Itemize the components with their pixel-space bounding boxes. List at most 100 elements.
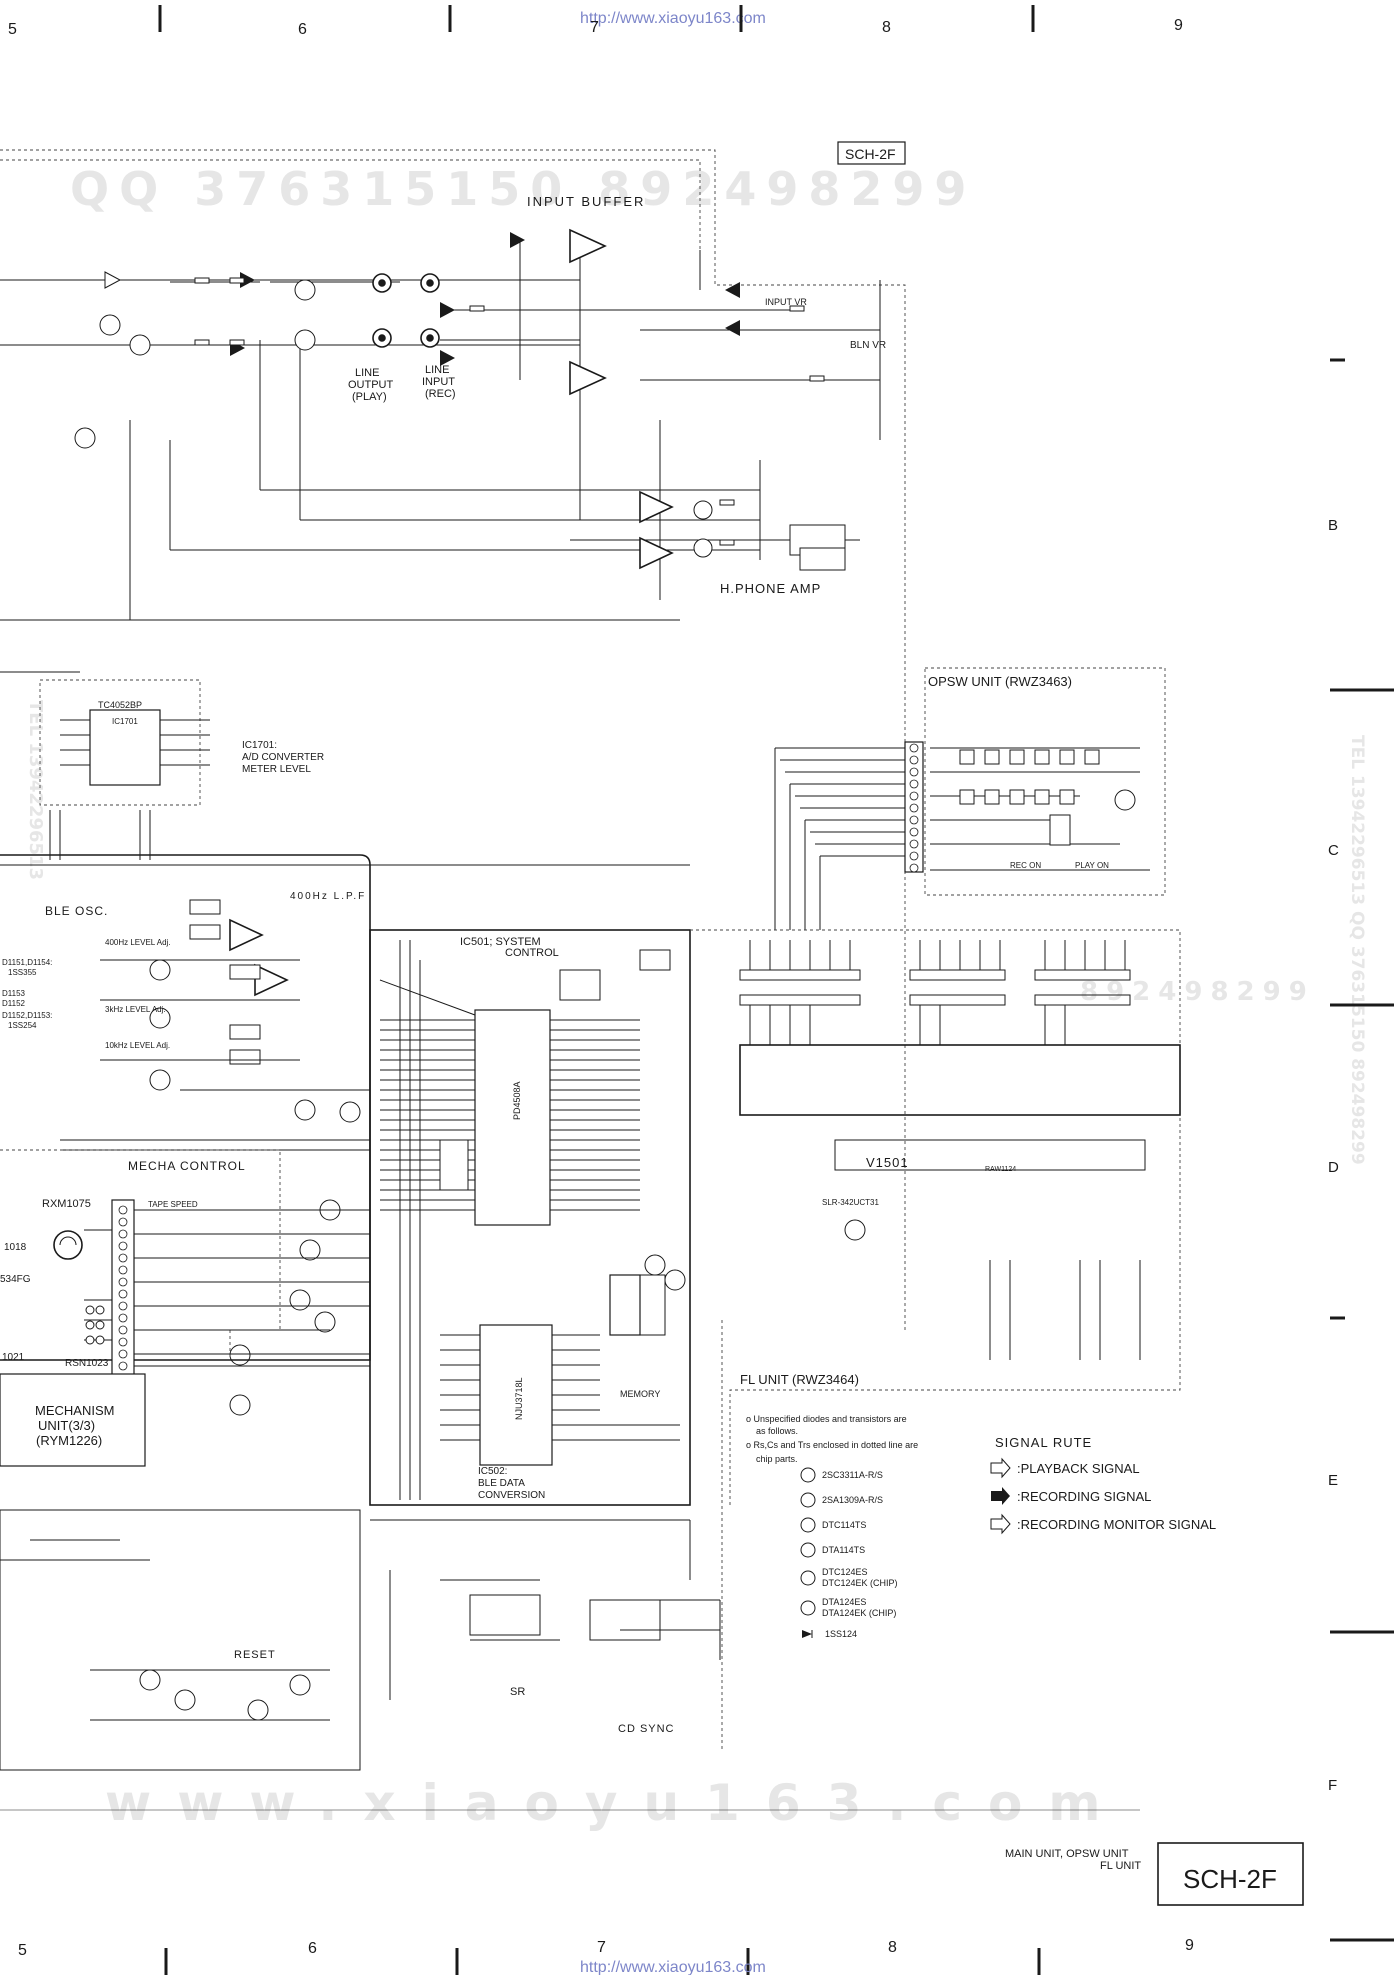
row-letter: B: [1328, 517, 1338, 534]
level-10khz: 10kHz LEVEL Adj.: [105, 1041, 170, 1050]
mech-unit-line-2: UNIT(3/3): [38, 1418, 95, 1433]
part-name: 1SS124: [825, 1629, 857, 1639]
part-name: DTA114TS: [822, 1545, 865, 1555]
ic1701-line-2: METER LEVEL: [242, 764, 311, 775]
watermark-top: QQ 376315150 892498299: [70, 162, 976, 216]
note-line-1: o Unspecified diodes and transistors are: [746, 1414, 907, 1424]
rsn-label: RSN1023: [65, 1358, 109, 1369]
sr-label: SR: [510, 1686, 525, 1698]
ic1701-title: IC1701:: [242, 740, 277, 751]
mechanism-unit-box: [0, 1373, 146, 1467]
row-letter: E: [1328, 1472, 1338, 1489]
note-line-4: chip parts.: [756, 1454, 798, 1464]
column-number: 8: [882, 19, 891, 36]
line-input-label-1: LINE: [425, 364, 449, 376]
column-number: 7: [590, 19, 599, 36]
note-line-2: as follows.: [756, 1426, 798, 1436]
lpf-label: 400Hz L.P.F: [290, 891, 366, 902]
row-letter: C: [1328, 842, 1339, 859]
fl-connectors: [739, 969, 1131, 1006]
recording-arrow-icon: [991, 1487, 1010, 1505]
digital-transistor-icon: [800, 1542, 816, 1558]
level-3khz: 3kHz LEVEL Adj.: [105, 1005, 166, 1014]
diode-note-1: D1151,D1154:: [2, 958, 52, 967]
input-vr-label: INPUT VR: [765, 297, 807, 307]
play-on-label: PLAY ON: [1075, 861, 1109, 870]
column-number: 5: [18, 1942, 27, 1959]
footer-sheet-tag: SCH-2F: [1183, 1864, 1277, 1894]
ic501-body: [474, 1009, 551, 1226]
signal-route-item: :PLAYBACK SIGNAL: [1017, 1461, 1140, 1476]
ic1701-line-1: A/D CONVERTER: [242, 752, 324, 763]
column-number: 7: [597, 1939, 606, 1956]
parts-legend: 2SC3311A-R/S 2SA1309A-R/S DTC114TS DTA11…: [800, 1467, 898, 1639]
part-name: 2SC3311A-R/S: [822, 1470, 883, 1480]
ic1701-name: IC1701: [112, 717, 138, 726]
rec-on-label: REC ON: [1010, 861, 1041, 870]
transistor-npn-icon: [800, 1467, 816, 1483]
mecha-control-label: MECHA CONTROL: [128, 1159, 246, 1173]
diode-note-6: 1SS254: [8, 1021, 37, 1030]
footer-sheet-box: [1157, 1842, 1304, 1906]
memory-chip: [609, 1274, 641, 1336]
footer-unit-line-2: FL UNIT: [1100, 1860, 1141, 1872]
row-letter: F: [1328, 1777, 1337, 1794]
fl-display-panel: [739, 1044, 1181, 1116]
watermark-side-right: TEL 13942296513 QQ 376315150 892498299: [1347, 735, 1367, 1165]
column-number: 5: [8, 21, 17, 38]
cd-sync-label: CD SYNC: [618, 1723, 675, 1735]
part-name: DTA124ES: [822, 1597, 866, 1607]
line-output-label-3: (PLAY): [352, 391, 387, 403]
v1501-label: V1501: [866, 1155, 909, 1170]
ic501-part: PD4508A: [512, 1081, 522, 1120]
diode-note-4: D1152: [2, 999, 26, 1008]
ic502-part: NJU3718L: [514, 1377, 524, 1420]
ic501-subtitle: CONTROL: [505, 947, 559, 959]
transistor-pnp-icon: [800, 1492, 816, 1508]
input-buffer-label: INPUT BUFFER: [527, 194, 645, 209]
playback-arrow-icon: [990, 1457, 1011, 1479]
digital-transistor-icon: [800, 1570, 816, 1586]
ble-osc-label: BLE OSC.: [45, 904, 108, 918]
row-markers: [1330, 358, 1394, 1634]
diode-note-5: D1152,D1153:: [2, 1011, 52, 1020]
line-output-label-1: LINE: [355, 367, 379, 379]
opsw-unit-label: OPSW UNIT (RWZ3463): [928, 674, 1072, 689]
signal-arrows: [104, 232, 740, 366]
line-output-label-2: OUTPUT: [348, 379, 394, 391]
footer-url: http://www.xiaoyu163.com: [580, 1959, 766, 1975]
side-code-1: 1018: [4, 1242, 27, 1253]
column-number: 8: [888, 1939, 897, 1956]
column-number: 6: [298, 21, 307, 38]
digital-transistor-icon: [800, 1600, 816, 1616]
signal-route-item: :RECORDING MONITOR SIGNAL: [1017, 1517, 1216, 1532]
digital-transistor-icon: [800, 1517, 816, 1533]
ic502-line-2: CONVERSION: [478, 1490, 545, 1501]
diode-note-2: 1SS355: [8, 968, 37, 977]
row-letter: D: [1328, 1159, 1339, 1176]
reset-label: RESET: [234, 1649, 276, 1661]
mech-unit-line-3: (RYM1226): [36, 1433, 102, 1448]
side-code-3: 1021: [2, 1352, 25, 1363]
diode-note-3: D1153: [2, 989, 26, 998]
raw-label: RAW1124: [985, 1166, 1016, 1173]
signal-route-item: :RECORDING SIGNAL: [1017, 1489, 1151, 1504]
bottom-column-numbers: 5 6 7 8 9: [18, 1937, 1194, 1959]
signal-route-title: SIGNAL RUTE: [995, 1435, 1092, 1450]
mech-unit-line-1: MECHANISM: [35, 1403, 114, 1418]
level-400hz: 400Hz LEVEL Adj.: [105, 938, 171, 947]
ic502-title: IC502:: [478, 1466, 507, 1477]
column-number: 9: [1174, 17, 1183, 34]
tape-speed-label: TAPE SPEED: [148, 1200, 198, 1209]
top-column-numbers: 5 6 7 8 9: [8, 17, 1183, 38]
sheet-tag-box: [837, 141, 906, 165]
part-name: DTA124EK (CHIP): [822, 1608, 896, 1618]
part-name: DTC114TS: [822, 1520, 866, 1530]
part-name: DTC124EK (CHIP): [822, 1578, 898, 1588]
part-name: 2SA1309A-R/S: [822, 1495, 883, 1505]
memory-label: MEMORY: [620, 1389, 660, 1399]
part-name: DTC124ES: [822, 1567, 868, 1577]
column-number: 6: [308, 1940, 317, 1957]
ic1701-part: TC4052BP: [98, 700, 142, 710]
